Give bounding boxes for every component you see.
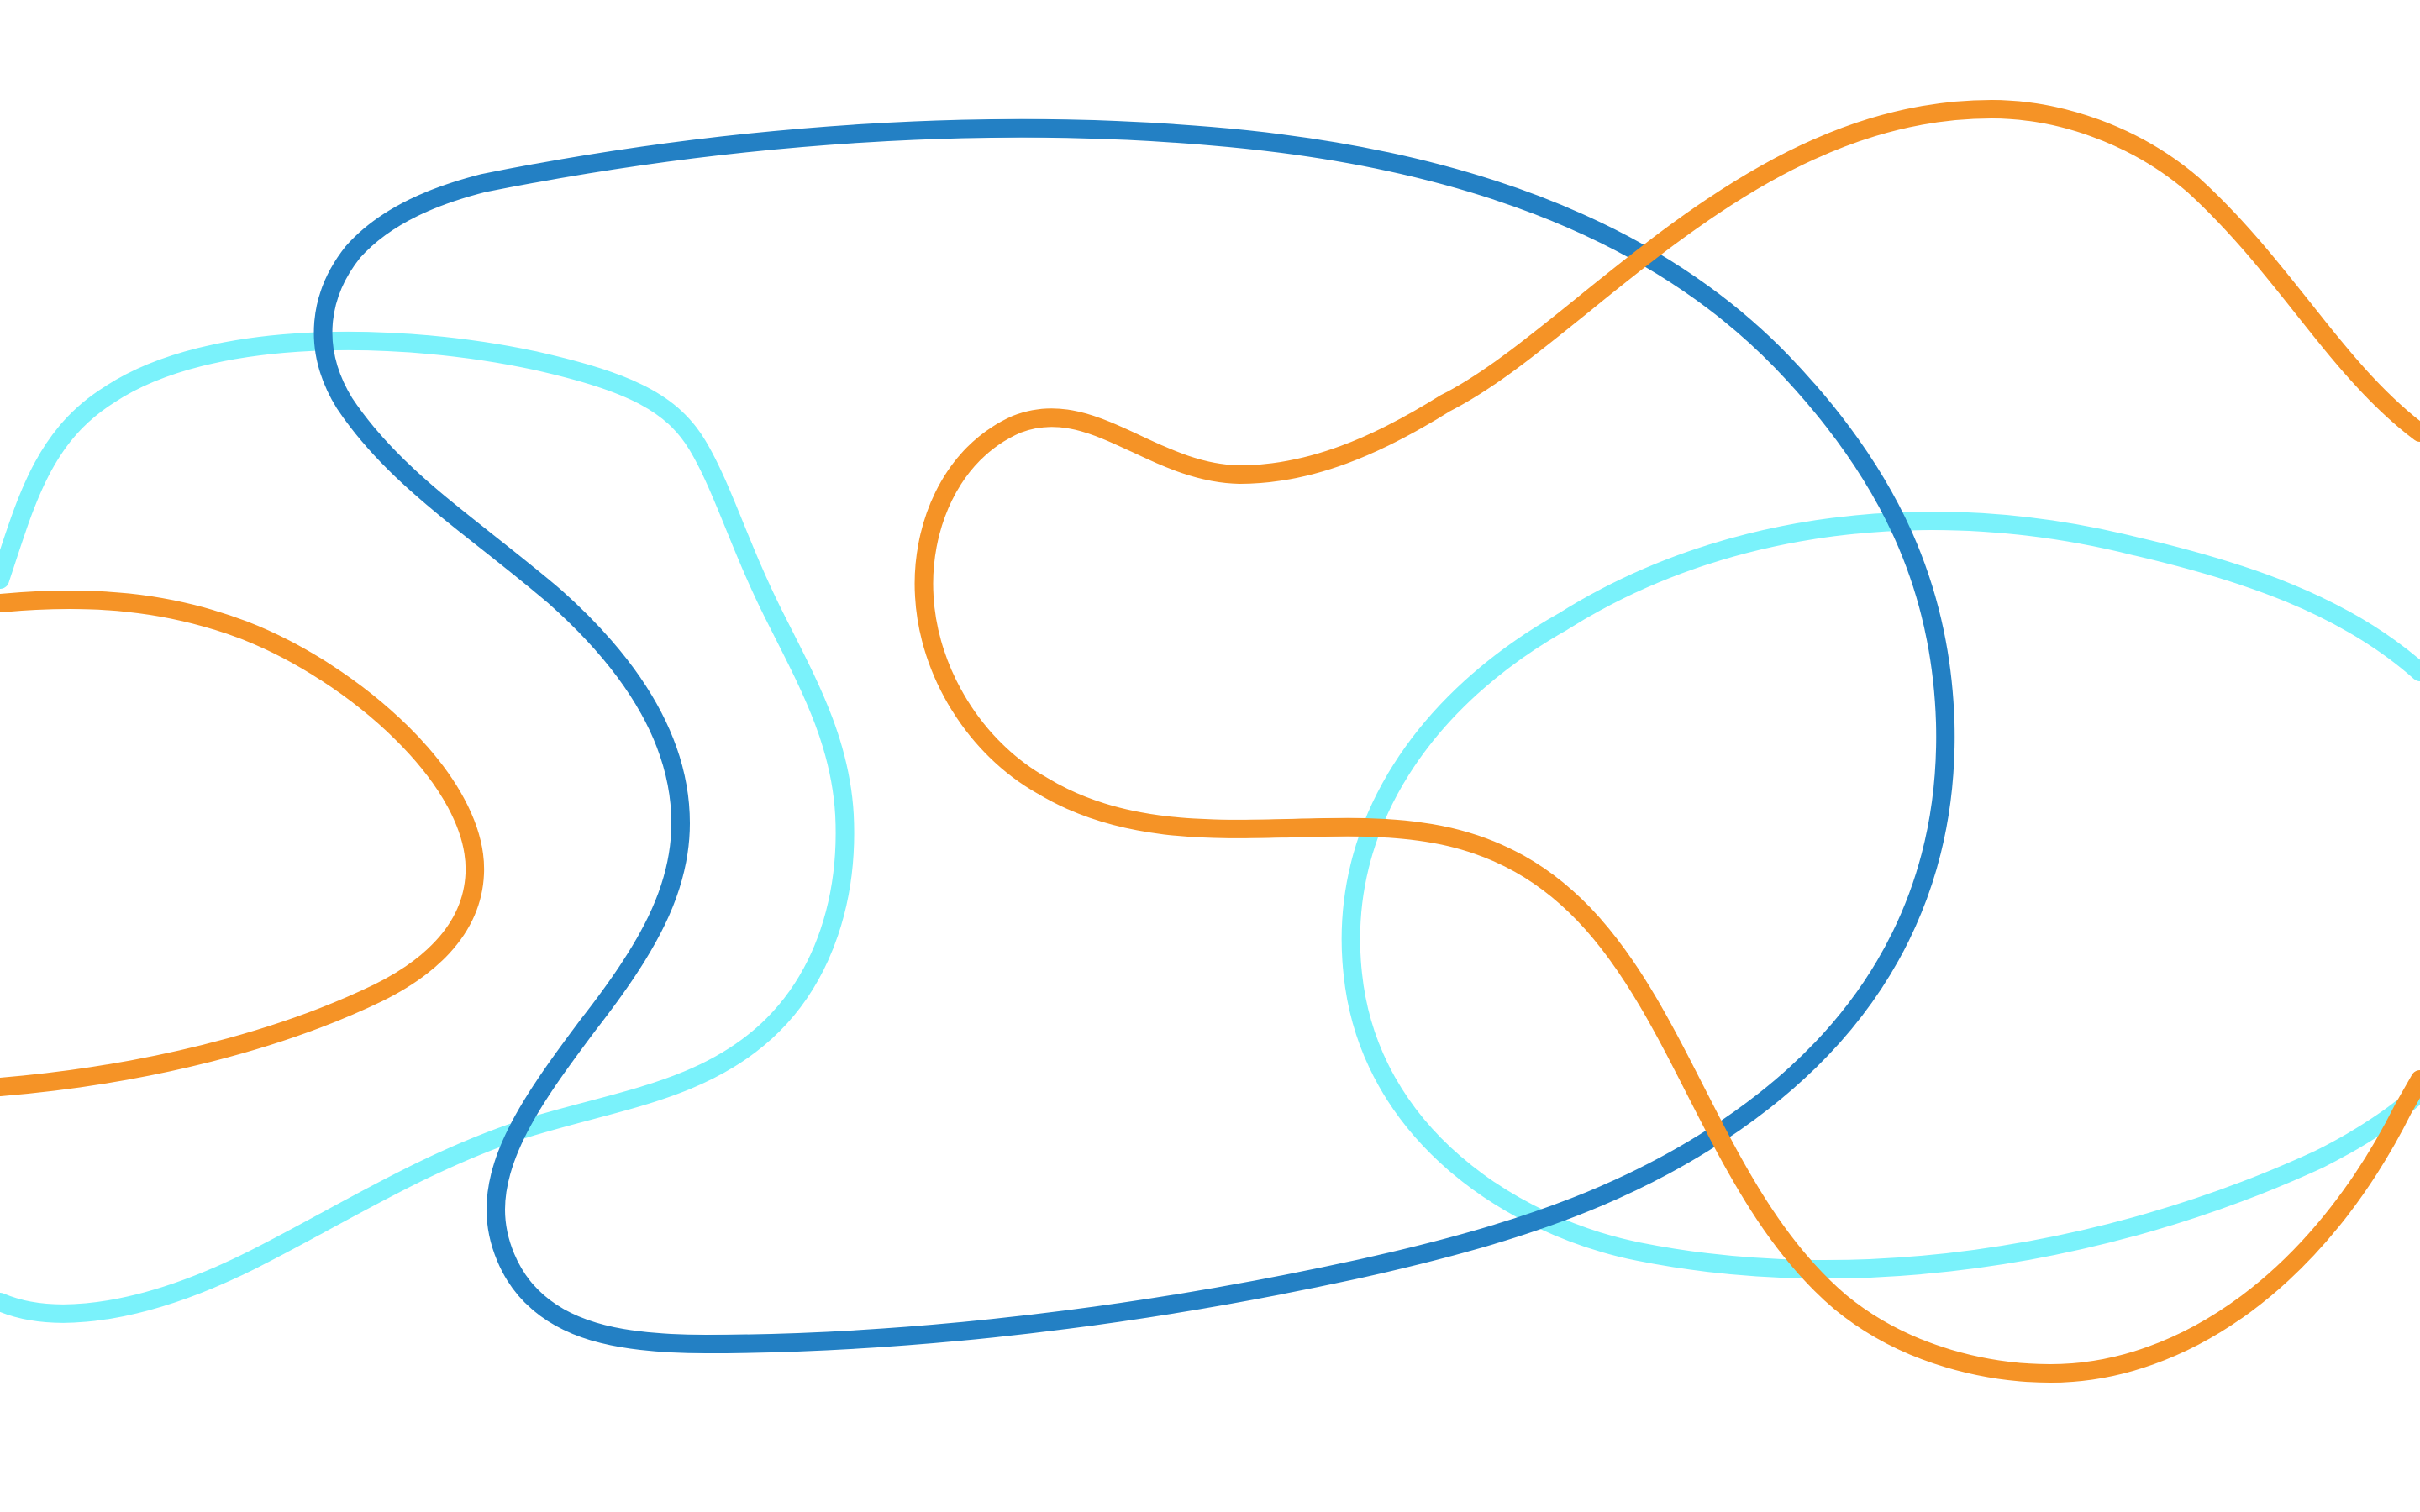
cyan-curve-right (1341, 512, 2420, 1278)
blue-curve (313, 118, 1955, 1353)
orange-curve-left (0, 591, 485, 1096)
orange-curve-right (914, 100, 2420, 1383)
cyan-curve-left (0, 331, 855, 1323)
